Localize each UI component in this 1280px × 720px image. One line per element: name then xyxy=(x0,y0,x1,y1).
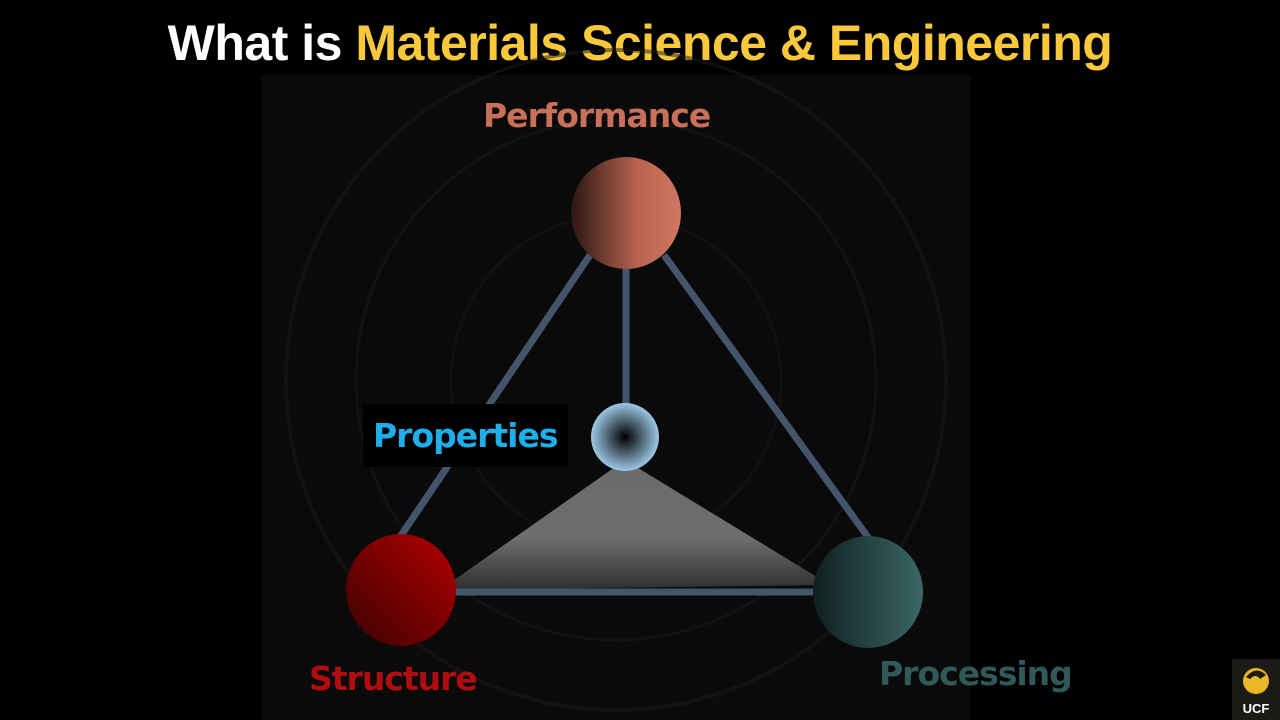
title-prefix: What is xyxy=(167,15,356,71)
structure-label: Structure xyxy=(309,659,478,698)
performance-node xyxy=(571,157,681,269)
logo-text: UCF xyxy=(1242,701,1270,716)
performance-label: Performance xyxy=(483,96,711,135)
processing-node xyxy=(813,536,923,648)
connectors xyxy=(395,252,873,596)
base-plane xyxy=(440,460,830,590)
pegasus-icon xyxy=(1243,668,1269,694)
edge-performance-processing xyxy=(661,252,873,543)
structure-node xyxy=(346,534,456,646)
slide-title: What is Materials Science & Engineering xyxy=(0,14,1280,72)
properties-node xyxy=(591,403,659,471)
processing-label: Processing xyxy=(879,654,1073,693)
edge-performance-structure xyxy=(395,253,593,542)
properties-label: Properties xyxy=(363,404,568,467)
ucf-logo: UCF xyxy=(1232,659,1280,720)
title-highlight: Materials Science & Engineering xyxy=(355,15,1113,71)
